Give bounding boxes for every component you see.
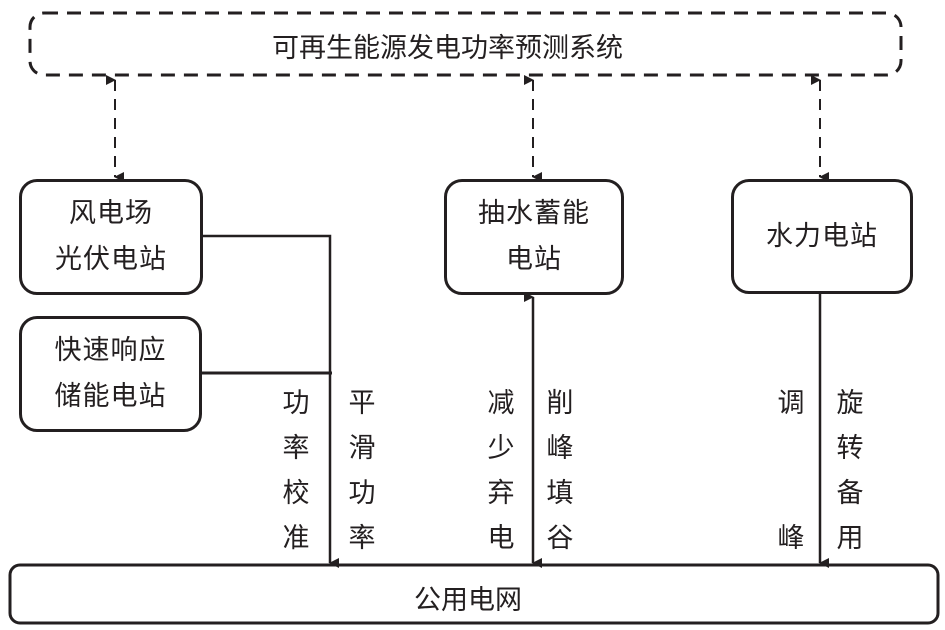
annotation-char: 填 [546,478,574,509]
annotation-char: 率 [348,523,376,554]
annotation-char: 减 [487,388,515,419]
annotation-peak-regulation: 调 峰 [775,381,807,561]
annotation-smooth-power: 平 滑 功 率 [346,381,378,561]
annotation-char: 峰 [546,433,574,464]
forecast-system-border [28,11,903,77]
forecast-system-label: 可再生能源发电功率预测系统 [272,33,623,64]
hydro-station: 水力电站 [731,179,913,294]
annotation-char: 谷 [546,523,574,554]
annotation-char: 率 [282,433,310,464]
annotation-reduce-curtailment: 减 少 弃 电 [485,381,517,561]
annotation-power-calibration: 功 率 校 准 [280,381,312,561]
wind-to-bus-line [203,234,332,373]
wind-pv-line-2: 光伏电站 [55,244,167,275]
annotation-char: 削 [546,388,574,419]
annotation-char: 旋 [836,388,864,419]
annotation-char: 功 [348,478,376,509]
annotation-char: 电 [487,523,515,554]
annotation-char: 调 [777,388,805,419]
annotation-char: 少 [487,433,515,464]
storage-station: 快速响应 储能电站 [19,316,202,432]
wind-pv-line-1: 风电场 [69,198,153,229]
annotation-char: 准 [282,523,310,554]
grid-border [8,563,940,625]
storage-line-1: 快速响应 [54,335,167,366]
annotation-char: 用 [836,523,864,554]
pumped-line-2: 电站 [506,244,562,275]
annotation-spinning-reserve: 旋 转 备 用 [834,381,866,561]
annotation-char: 转 [836,433,864,464]
hydro-line-1: 水力电站 [766,220,878,252]
annotation-char: 弃 [487,478,515,509]
annotation-peak-shaving: 削 峰 填 谷 [544,381,576,561]
pumped-line-1: 抽水蓄能 [478,198,590,229]
annotation-char: 校 [282,478,310,509]
annotation-char: 滑 [348,433,376,464]
annotation-char: 功 [282,388,310,419]
annotation-char: 备 [836,478,864,509]
annotation-char: 峰 [777,523,805,554]
wind-pv-station: 风电场 光伏电站 [19,179,203,295]
storage-line-2: 储能电站 [54,381,167,412]
pumped-storage-station: 抽水蓄能 电站 [444,179,624,295]
annotation-char: 平 [348,388,376,419]
grid-label: 公用电网 [414,585,522,616]
